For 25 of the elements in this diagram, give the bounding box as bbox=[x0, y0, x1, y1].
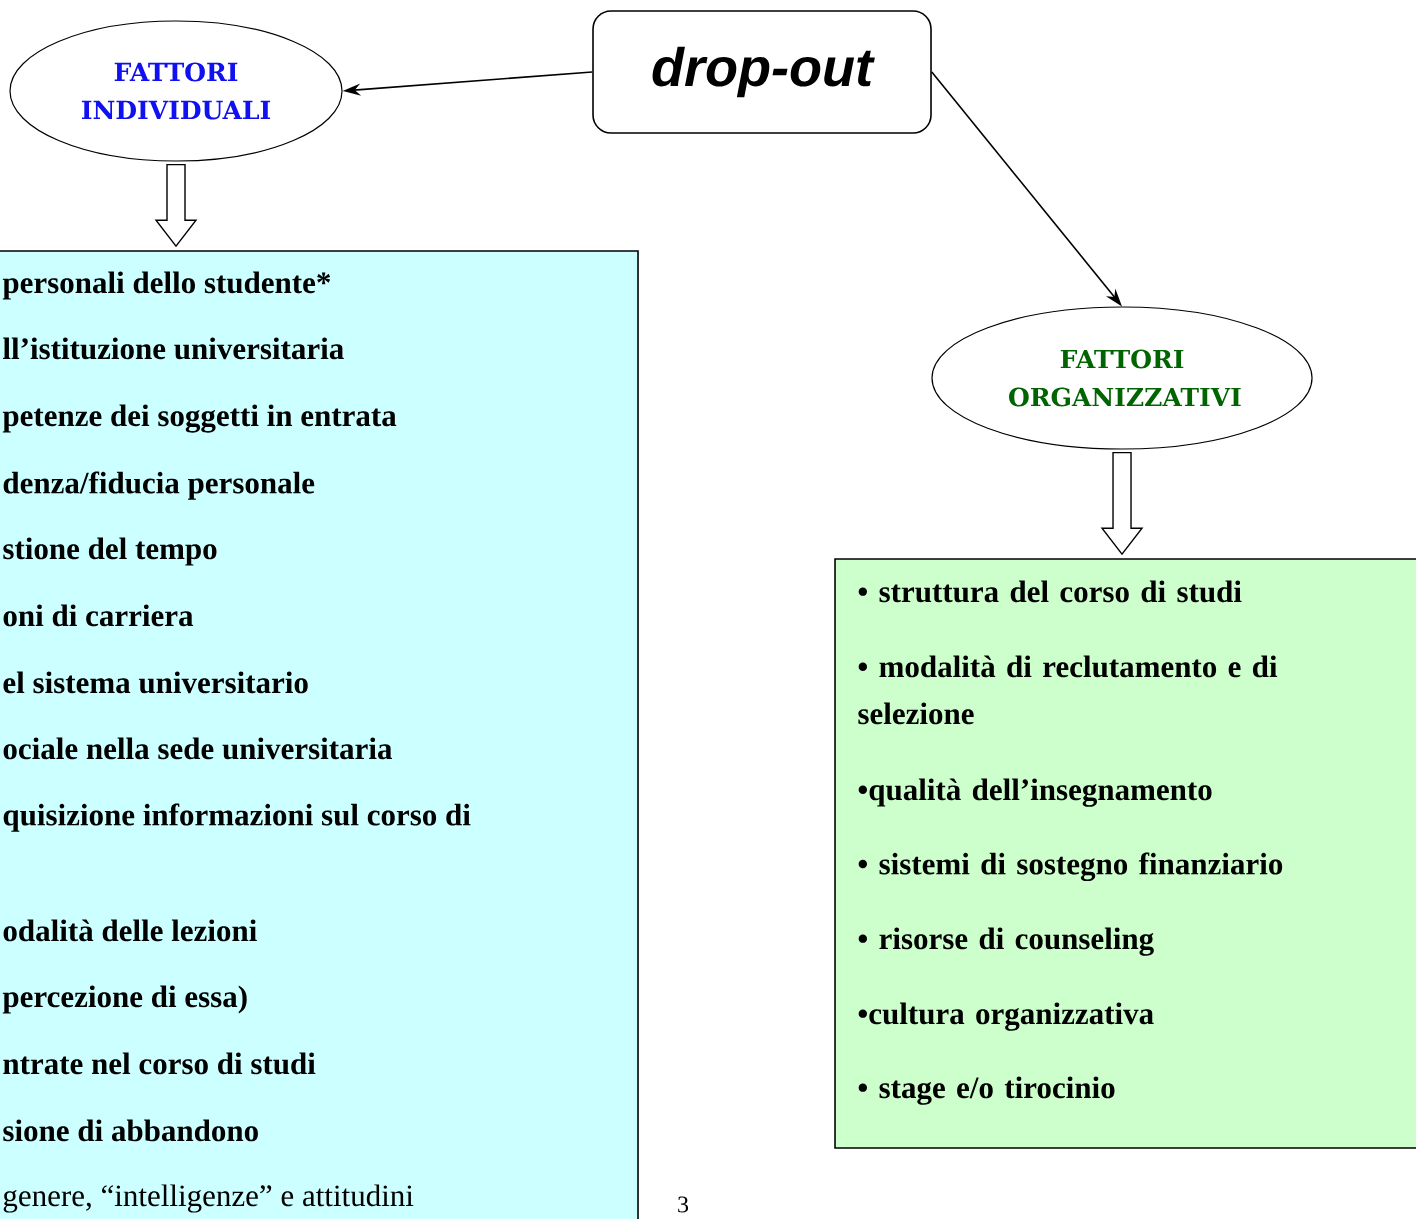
list-item: ntrate nel corso di studi bbox=[3, 1052, 316, 1075]
block-arrow bbox=[154, 163, 198, 248]
list-item: • struttura del corso di studi bbox=[858, 580, 1242, 603]
list-item: oni di carriera bbox=[3, 604, 194, 627]
list-item: • modalità di reclutamento e di selezione bbox=[858, 655, 1278, 725]
list-item: odalità delle lezioni bbox=[3, 919, 257, 942]
page-number: 3 bbox=[678, 1196, 689, 1213]
list-item: petenze dei soggetti in entrata bbox=[2, 404, 397, 433]
list-item: sione di abbandono bbox=[3, 1119, 258, 1142]
list-item: stione del tempo bbox=[3, 537, 217, 566]
title-box: drop-out bbox=[592, 10, 932, 134]
list-item: • risorse di counseling bbox=[858, 927, 1154, 956]
list-item: percezione di essa) bbox=[2, 985, 247, 1014]
list-item: ll’istituzione universitaria bbox=[3, 337, 344, 360]
list-item: • sistemi di sostegno finanziario bbox=[858, 852, 1283, 882]
list-item: personali dello studente* bbox=[2, 271, 331, 300]
list-item: • stage e/o tirocinio bbox=[858, 1076, 1115, 1105]
list-item: quisizione informazioni sul corso di bbox=[3, 803, 471, 832]
list-item: •qualità dell’insegnamento bbox=[858, 778, 1212, 807]
block-arrow bbox=[1100, 451, 1144, 556]
list-item: •cultura organizzativa bbox=[858, 1002, 1154, 1031]
list-item: ociale nella sede universitaria bbox=[3, 737, 392, 760]
list-item: genere, “intelligenze” e attitudini bbox=[3, 1184, 414, 1213]
list-item: denza/fiducia personale bbox=[3, 471, 315, 500]
list-item: el sistema universitario bbox=[3, 671, 308, 694]
